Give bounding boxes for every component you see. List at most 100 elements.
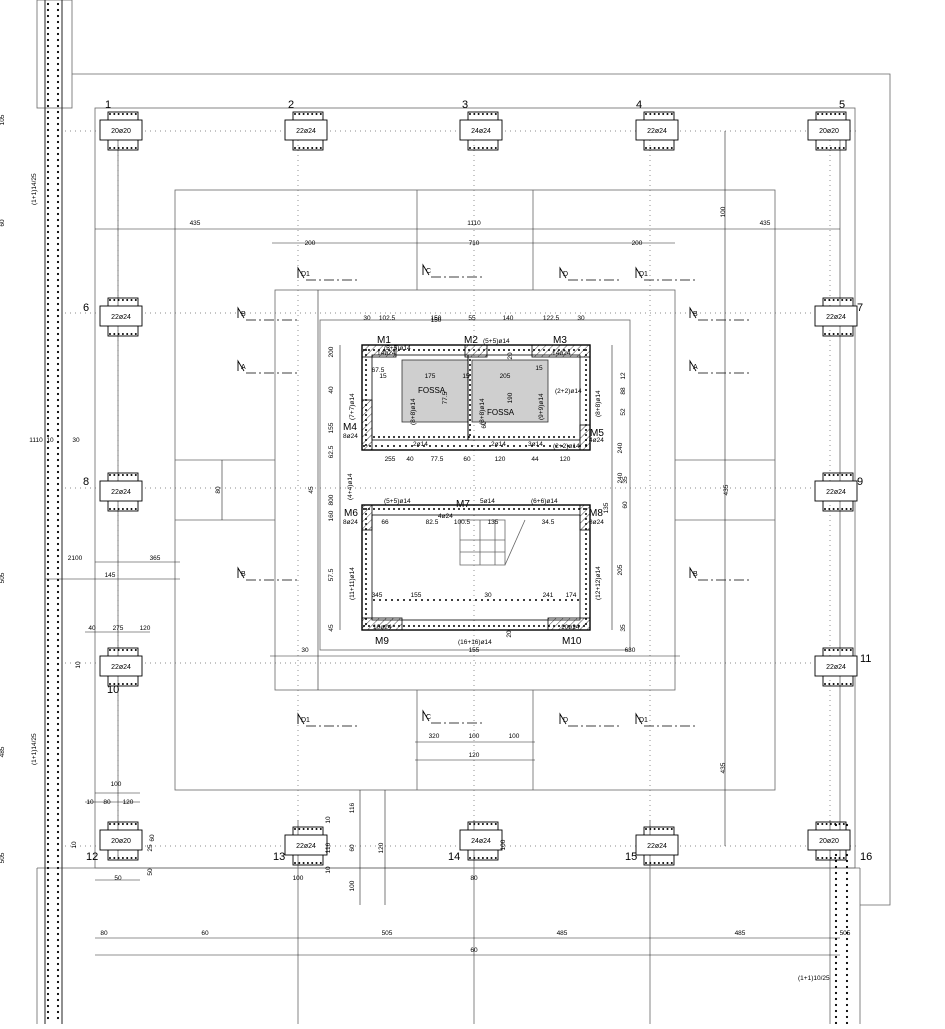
- rebar-callout: (12+12)ø14: [595, 566, 602, 600]
- dimension-value: 505: [840, 930, 851, 937]
- dimension-value: 102.5: [379, 315, 396, 322]
- dimension-value: 435: [720, 762, 727, 773]
- dimension-value: 60: [201, 930, 209, 937]
- section-marker-label: C: [426, 268, 431, 275]
- dimension-lines: [45, 131, 840, 956]
- pier-1: 20ø20: [99, 111, 143, 151]
- dimension-value: 52: [620, 408, 627, 416]
- rebar-callout: (8+8)ø14: [410, 398, 417, 425]
- rebar-callout: (5+5)ø14: [384, 345, 411, 352]
- dimension-value: 20: [507, 352, 514, 360]
- rebar-callout: (2+2)ø14: [553, 443, 580, 450]
- dimension-value: 60: [149, 834, 156, 842]
- rebar-callout: (2+2)ø14: [555, 388, 582, 395]
- dimension-value: 80: [100, 930, 108, 937]
- dimension-value: 155: [411, 592, 422, 599]
- dimension-value: 10: [325, 866, 332, 874]
- wall-label-m3: M3: [553, 335, 567, 346]
- axis-label-9: 9: [857, 476, 863, 488]
- dimension-value: 800: [328, 494, 335, 505]
- rebar-callout: (1+1)14/25: [31, 173, 38, 205]
- dimension-value: 175: [425, 373, 436, 380]
- dimension-value: 365: [150, 555, 161, 562]
- section-marker-label: D1: [639, 717, 648, 724]
- dimension-value: 205: [617, 564, 624, 575]
- dimension-value: 15: [379, 373, 387, 380]
- wall-rebar-label: 8ø24: [343, 433, 358, 440]
- dimension-value: 80: [215, 486, 222, 494]
- wall-core: [361, 344, 591, 631]
- dimension-value: 630: [625, 647, 636, 654]
- pier-10: 22ø24: [99, 647, 143, 687]
- rebar-callout: (6+6)ø14: [531, 498, 558, 505]
- dimension-value: 57.5: [328, 568, 335, 581]
- dimension-value: 77.5: [431, 456, 444, 463]
- section-marker-label: B: [693, 571, 698, 578]
- axis-label-11: 11: [860, 653, 871, 665]
- dimension-value: 80: [470, 875, 478, 882]
- section-marker-d1: D1: [297, 266, 358, 281]
- section-marker-label: B: [241, 571, 246, 578]
- axis-label-5: 5: [839, 99, 845, 111]
- dimension-value: 34.5: [542, 519, 555, 526]
- wall-label-m4: M4: [343, 422, 357, 433]
- dimension-value: 174: [566, 592, 577, 599]
- section-marker-label: B: [241, 311, 246, 318]
- dimension-value: 100: [293, 875, 304, 882]
- dimension-value: 122.5: [543, 315, 560, 322]
- beam-outlines: [117, 120, 841, 1024]
- section-marker-b: B: [689, 306, 750, 321]
- dimension-value: 44: [531, 456, 539, 463]
- dimension-value: 145: [105, 572, 116, 579]
- rebar-callout: (9+9)ø14: [538, 393, 545, 420]
- dimension-value: 205: [500, 373, 511, 380]
- dimension-value: 100: [469, 733, 480, 740]
- pier-label: 20ø20: [819, 838, 839, 845]
- pit-label-right: FOSSA: [487, 408, 515, 417]
- section-marker-b: B: [689, 566, 750, 581]
- rebar-callout: 2ø14: [413, 441, 428, 448]
- pier-7: 22ø24: [814, 297, 858, 337]
- section-marker-d: D: [559, 712, 620, 727]
- axis-label-12: 12: [86, 851, 98, 863]
- wall-rebar-label: 4ø24: [438, 513, 453, 520]
- section-marker-label: B: [693, 311, 698, 318]
- axis-label-13: 13: [273, 851, 285, 863]
- axis-label-6: 6: [83, 302, 89, 314]
- dimension-value: 100: [720, 206, 727, 217]
- rebar-callout: (11+11)ø14: [349, 567, 356, 600]
- dimension-value: 255: [385, 456, 396, 463]
- section-marker-a: A: [237, 359, 298, 374]
- section-marker-c: C: [422, 263, 483, 278]
- dimension-value: 240: [617, 442, 624, 453]
- pier-label: 22ø24: [296, 128, 316, 135]
- outer-frame: [36, 0, 891, 1024]
- grid-axes: [65, 120, 860, 860]
- dimension-value: 710: [469, 240, 480, 247]
- section-marker-c: C: [422, 709, 483, 724]
- rebar-callout: (7+7)ø14: [349, 393, 356, 420]
- dimension-value: 82.5: [426, 519, 439, 526]
- pier-label: 22ø24: [111, 489, 131, 496]
- dimension-value: 60: [622, 501, 629, 509]
- dimension-value: 100.5: [454, 519, 471, 526]
- dimension-value: 60: [0, 219, 6, 227]
- dimension-value: 80: [103, 799, 111, 806]
- dimension-value: 100: [500, 839, 507, 850]
- dimension-value: 40: [406, 456, 414, 463]
- dimension-value: 505: [382, 930, 393, 937]
- rebar-callout: (8+8)ø14: [595, 390, 602, 417]
- pier-3: 24ø24: [459, 111, 503, 151]
- wall-rebar-label: 10ø24: [373, 624, 392, 631]
- pier-2: 22ø24: [284, 111, 328, 151]
- pier-label: 22ø24: [296, 843, 316, 850]
- wall-label-m2: M2: [464, 335, 478, 346]
- pier-5: 20ø20: [807, 111, 851, 151]
- rebar-callout: (1+1)10/25: [798, 975, 830, 982]
- dimension-value: 505: [0, 852, 6, 863]
- rebar-callouts: (5+5)ø14(5+5)ø14(7+7)ø14(8+8)ø14(8+8)ø14…: [31, 173, 830, 982]
- dimension-value: 2100: [68, 555, 83, 562]
